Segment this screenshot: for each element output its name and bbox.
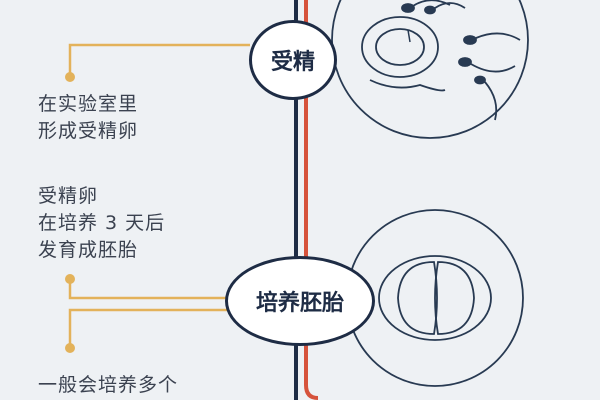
note-multiple-embryos: 一般会培养多个 [38,372,178,399]
step-embryo-culture-label: 培养胚胎 [255,291,344,316]
note-line: 发育成胚胎 [38,239,139,261]
connector-fertilization [65,43,250,82]
step-fertilization: 受精 [249,20,337,100]
connector-embryo [65,274,228,353]
note-embryo-development: 受精卵 在培养 3 天后 发育成胚胎 [38,183,165,264]
timeline-red-hook [304,384,319,400]
egg-with-sperm-icon [331,0,529,139]
note-line: 在培养 3 天后 [38,212,166,234]
note-line: 一般会培养多个 [38,374,179,396]
step-fertilization-label: 受精 [270,50,315,75]
note-line: 形成受精卵 [38,120,139,142]
note-line: 在实验室里 [38,93,139,115]
note-fertilization: 在实验室里 形成受精卵 [38,91,138,145]
step-embryo-culture: 培养胚胎 [225,256,375,346]
note-line: 受精卵 [38,185,99,207]
